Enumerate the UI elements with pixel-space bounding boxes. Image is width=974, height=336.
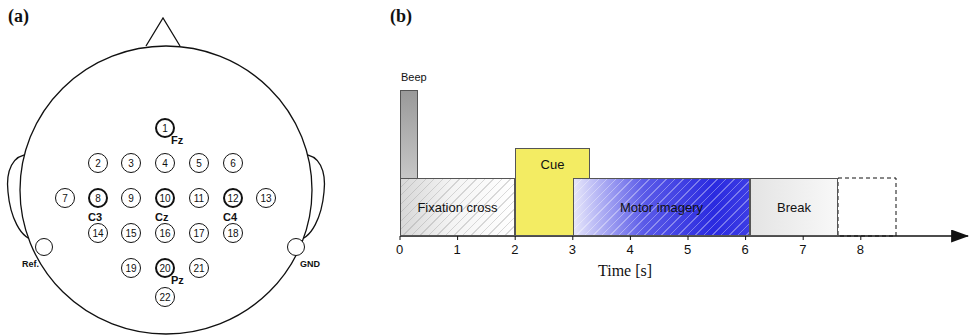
panel-letter: (b) [390,6,412,27]
electrode-number: 17 [193,228,204,239]
reference-electrode: Ref. [35,238,53,256]
electrode-number: 4 [162,158,168,169]
tick-label: 6 [742,242,749,257]
electrode-number: 16 [159,228,170,239]
electrode-circle: 10Cz [155,188,175,208]
phase-label: Cue [541,157,565,172]
electrode-circle: 17 [189,223,209,243]
electrode-label: C3 [88,211,102,223]
electrode-circle: 12C4 [223,188,243,208]
axis-ticks [400,236,861,240]
electrode-number: 9 [128,193,134,204]
tick-label: 7 [799,242,806,257]
ground-label: GND [300,259,320,269]
electrode-label: Cz [155,211,168,223]
electrode-circle: 3 [121,153,141,173]
electrode-circle: 6 [223,153,243,173]
electrode-number: 5 [196,158,202,169]
electrode-number: 15 [125,228,136,239]
electrode-number: 10 [159,193,170,204]
electrode-circle: 21 [189,258,209,278]
head-outline [20,46,312,334]
electrode-number: 20 [159,263,170,274]
electrode-circle: 20Pz [155,258,175,278]
electrode-circle: 4 [155,153,175,173]
electrode-circle: 2 [88,153,108,173]
electrode-circle: 13 [256,188,276,208]
electrode-number: 12 [227,193,238,204]
tick-label: 0 [396,242,403,257]
electrode-number: 8 [95,193,101,204]
electrode-circle: 19 [121,258,141,278]
electrode-circle: 5 [189,153,209,173]
electrode-number: 7 [62,193,68,204]
electrode-circle: 8C3 [88,188,108,208]
ground-electrode: GND [287,238,305,256]
phase-label: Beep [401,71,427,83]
timing-box: Break [750,178,838,236]
timing-box: Motor imagery [573,178,750,236]
tick-label: 4 [626,242,633,257]
electrode-number: 19 [125,263,136,274]
electrode-circle: 22 [155,287,175,307]
phase-label: Motor imagery [620,200,703,215]
next-trial-box [838,178,896,236]
electrode-number: 21 [193,263,204,274]
electrode-circle: 1Fz [155,118,175,138]
reference-label: Ref. [22,259,39,269]
tick-label: 8 [857,242,864,257]
nose [146,18,180,46]
electrode-label: Pz [171,274,184,286]
electrode-number: 3 [128,158,134,169]
electrode-circle: 7 [55,188,75,208]
electrode-number: 14 [92,228,103,239]
electrode-circle: 14 [88,223,108,243]
electrode-label: Fz [171,134,183,146]
phase-label: Fixation cross [417,200,497,215]
electrode-circle: 16 [155,223,175,243]
panel-letter: (a) [8,6,29,27]
tick-label: 3 [569,242,576,257]
axis-title: Time [s] [598,262,652,280]
electrode-circle: 18 [223,223,243,243]
electrode-number: 18 [227,228,238,239]
electrode-circle: 9 [121,188,141,208]
electrode-number: 13 [260,193,271,204]
electrode-number: 1 [162,123,168,134]
electrode-number: 22 [159,292,170,303]
electrode-label: C4 [223,211,237,223]
electrode-circle: 11 [189,188,209,208]
tick-label: 5 [684,242,691,257]
electrode-circle: 15 [121,223,141,243]
tick-label: 1 [454,242,461,257]
tick-label: 2 [511,242,518,257]
electrode-number: 2 [95,158,101,169]
timing-box: Fixation cross [400,178,515,236]
electrode-number: 11 [194,193,204,204]
phase-label: Break [777,200,811,215]
electrode-number: 6 [230,158,236,169]
